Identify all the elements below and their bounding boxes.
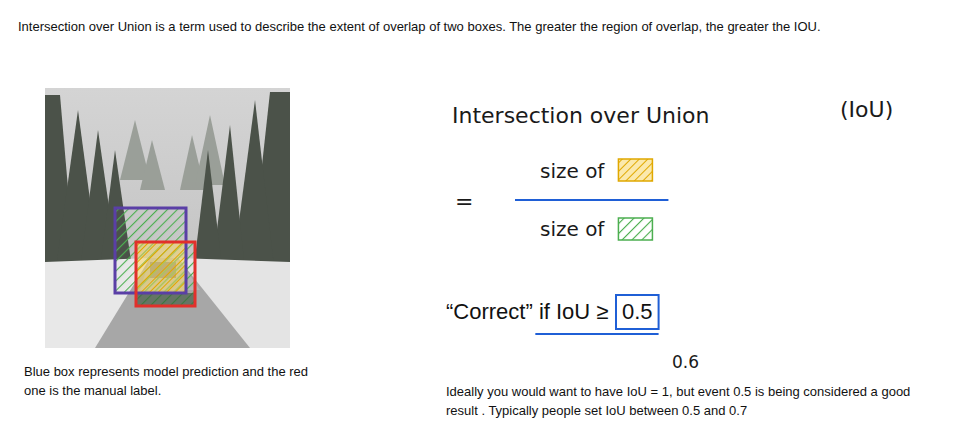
road-photo xyxy=(45,88,290,348)
note-text: Ideally you would want to have IoU = 1, … xyxy=(446,382,926,420)
prediction-box xyxy=(115,208,186,293)
equals-sign: = xyxy=(455,188,473,216)
union-swatch xyxy=(618,218,652,240)
handwritten-value: 0.6 xyxy=(672,352,699,372)
intersection-hatch xyxy=(136,242,186,293)
underline xyxy=(535,333,658,335)
fraction-bar xyxy=(515,199,668,201)
threshold-rule: “Correct” if IoU ≥ xyxy=(446,298,608,326)
intersection-swatch xyxy=(618,159,652,181)
label-box xyxy=(136,242,195,306)
threshold-value: 0.5 xyxy=(622,298,653,326)
numerator-text: size of xyxy=(540,158,604,184)
handwritten-abbreviation: (IoU) xyxy=(840,96,893,124)
iou-boxes xyxy=(115,208,195,306)
denominator-text: size of xyxy=(540,216,604,242)
handwritten-heading: Intersection over Union xyxy=(452,102,709,130)
union-hatch xyxy=(115,208,186,293)
value-box xyxy=(616,295,659,329)
photo-caption: Blue box represents model prediction and… xyxy=(24,362,309,400)
union-hatch xyxy=(136,293,195,306)
intro-text: Intersection over Union is a term used t… xyxy=(18,18,958,36)
